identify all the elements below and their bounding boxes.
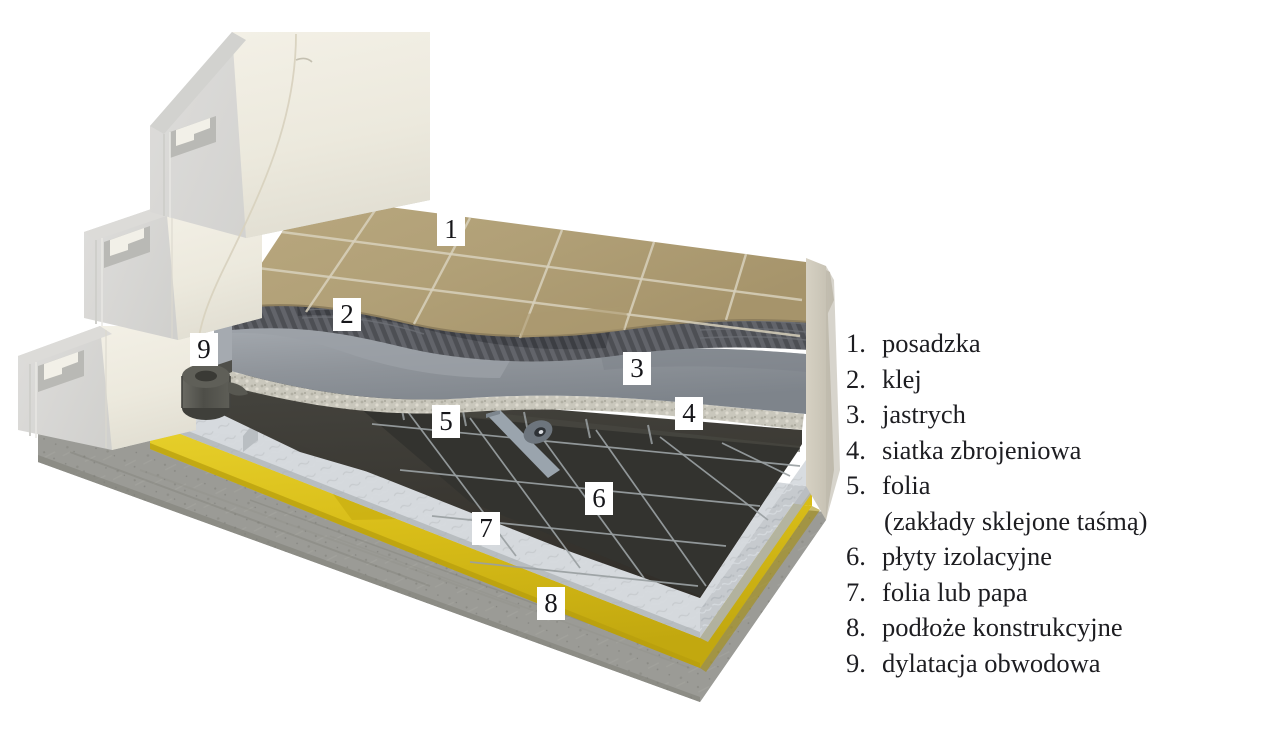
layer-screed	[214, 310, 806, 430]
screed-rough-edge	[214, 366, 804, 430]
cut-face-strip-shade	[826, 266, 840, 520]
block-chip	[295, 57, 313, 63]
legend-label-5: folia	[882, 470, 931, 500]
legend-item-4: 4. siatka zbrojeniowa	[846, 433, 1266, 469]
callout-5: 5	[432, 405, 460, 438]
slab-right-cut-face	[806, 258, 840, 520]
levelling-tool	[486, 410, 560, 478]
tape-roll	[181, 364, 248, 420]
legend-label-8: podłoże konstrukcyjne	[882, 612, 1123, 642]
legend-label-4: siatka zbrojeniowa	[882, 434, 1082, 465]
block-upper-face	[232, 32, 430, 238]
block-middle-grip	[104, 226, 150, 268]
callout-3: 3	[623, 352, 651, 385]
yellow-membrane-right-edge	[700, 506, 820, 672]
legend-number-2: 2.	[846, 363, 866, 394]
legend-list: 1. posadzka 2. klej 3. jastrych 4. siatk…	[846, 326, 1266, 681]
legend-label-9: dylatacja obwodowa	[882, 647, 1101, 678]
screed-highlight	[214, 315, 512, 378]
tile-grout-b	[257, 230, 803, 338]
render-cut-line	[195, 33, 297, 369]
callout-4: 4	[675, 397, 703, 430]
legend-label-2: klej	[882, 363, 922, 394]
wall-blocks	[18, 32, 430, 450]
layer-expansion-joint	[181, 360, 248, 420]
legend-number-4: 4.	[846, 434, 866, 465]
legend-number-1: 1.	[846, 328, 866, 358]
legend-item-7: 7. folia lub papa	[846, 575, 1266, 611]
legend-label-3: jastrych	[882, 399, 966, 429]
legend-item-2: 2. klej	[846, 362, 1266, 398]
legend-label-5-note: (zakłady sklejone taśmą)	[884, 505, 1148, 536]
block-lower-grip	[38, 350, 84, 392]
insulation-shadow	[160, 420, 700, 638]
legend-label-6: płyty izolacyjne	[882, 541, 1052, 571]
legend-item-8: 8. podłoże konstrukcyjne	[846, 610, 1266, 646]
wall-block-upper	[150, 32, 430, 369]
legend-item-5-note: (zakłady sklejone taśmą)	[846, 504, 1266, 540]
legend-number-6: 6.	[846, 541, 866, 571]
legend-number-7: 7.	[846, 576, 866, 607]
callout-9: 9	[190, 333, 218, 366]
legend-item-9: 9. dylatacja obwodowa	[846, 646, 1266, 682]
layer-floor-tiles	[231, 196, 822, 339]
callout-7: 7	[472, 512, 500, 545]
tile-step-shade	[520, 306, 628, 338]
legend-item-6: 6. płyty izolacyjne	[846, 539, 1266, 575]
block-upper-top	[150, 32, 246, 134]
legend-item-5: 5. folia	[846, 468, 1266, 504]
callout-1: 1	[437, 213, 465, 246]
legend-label-7: folia lub papa	[882, 576, 1028, 607]
callout-2: 2	[333, 298, 361, 331]
legend-number-9: 9.	[846, 647, 866, 678]
callout-8: 8	[537, 587, 565, 620]
block-lower-top	[18, 326, 112, 364]
concrete-shadow	[38, 455, 700, 702]
tile-field	[232, 196, 810, 337]
insulation-right-edge	[700, 486, 814, 642]
legend-label-1: posadzka	[882, 328, 981, 358]
wall-block-lower	[18, 326, 196, 450]
cutaway-svg	[18, 32, 840, 702]
layer-reinforcement-mesh	[360, 399, 801, 596]
callout-6: 6	[585, 482, 613, 515]
block-upper-grip	[170, 116, 216, 158]
screed-shade	[600, 348, 806, 372]
tile-break-edge	[231, 304, 811, 338]
legend-number-8: 8.	[846, 612, 866, 642]
block-lower-face	[100, 326, 196, 450]
legend-item-3: 3. jastrych	[846, 397, 1266, 433]
legend-item-1: 1. posadzka	[846, 326, 1266, 362]
floor-cutaway-diagram: 1 2 3 4 5 6 7 8 9	[18, 32, 840, 702]
legend-number-5: 5.	[846, 470, 866, 500]
concrete-streaks	[69, 451, 691, 669]
legend-number-3: 3.	[846, 399, 866, 429]
